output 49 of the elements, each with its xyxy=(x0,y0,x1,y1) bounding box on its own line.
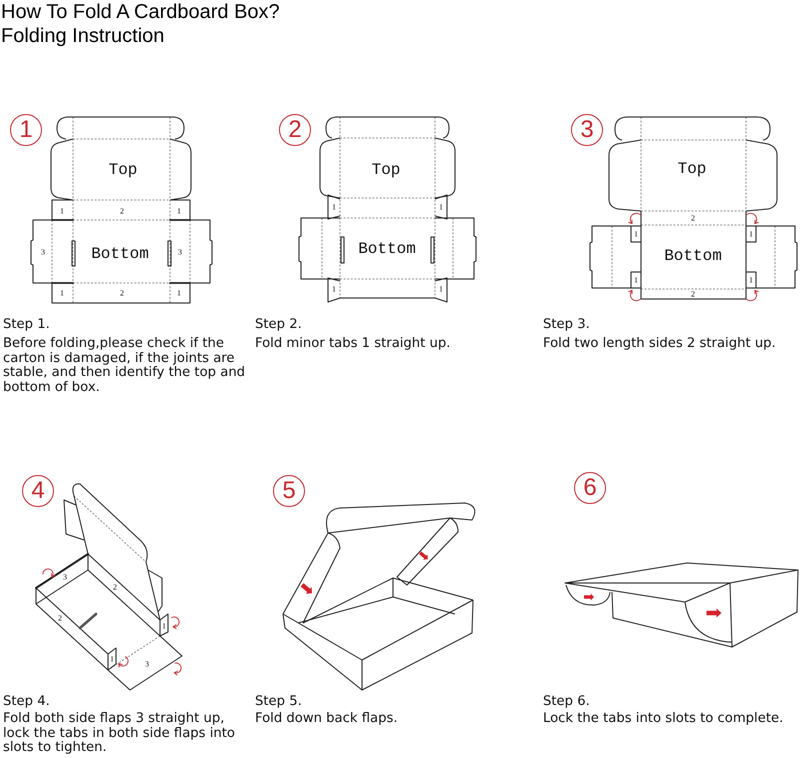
panel-label: Top xyxy=(108,161,138,179)
flap-number: 3 xyxy=(145,660,149,668)
flap-number: 1 xyxy=(634,230,638,238)
flap-number: 1 xyxy=(110,654,114,664)
step-heading: Step 6. xyxy=(543,695,591,710)
step-instruction: Fold minor tabs 1 straight up. xyxy=(255,337,452,352)
flap-number: 2 xyxy=(58,614,62,622)
step-number: 5 xyxy=(273,475,305,507)
step-heading: Step 2. xyxy=(255,318,303,332)
step-instruction: Before folding,please check if the carton is damaged, if the joints are stable, and then identify the top and bottom of box. xyxy=(3,337,246,395)
step-instruction: Lock the tabs into slots to complete. xyxy=(543,712,784,726)
flap-number: 3 xyxy=(178,248,182,256)
step-heading: Step 5. xyxy=(255,695,303,710)
flap-number: 1 xyxy=(439,202,443,212)
flap-number: 2 xyxy=(113,582,117,592)
step-number: 3 xyxy=(571,114,603,146)
step-number: 1 xyxy=(10,114,42,146)
flap-number: 3 xyxy=(63,572,67,582)
flap-number: 1 xyxy=(60,288,64,298)
step-instruction: Fold both side flaps 3 straight up, lock the tabs in both side flaps into slots to tighten. xyxy=(3,712,236,756)
step-heading: Step 1. xyxy=(3,318,51,332)
step-instruction: Fold down back flaps. xyxy=(255,712,399,726)
flap-number: 1 xyxy=(634,276,638,284)
flap-number: 3 xyxy=(41,248,45,256)
step-instruction: Fold two length sides 2 straight up. xyxy=(543,337,777,352)
panel-label: Top xyxy=(678,160,706,178)
flap-number: 1 xyxy=(162,622,166,630)
flap-number: 1 xyxy=(749,276,753,284)
flap-number: 2 xyxy=(120,206,124,216)
panel-label: Bottom xyxy=(91,245,149,263)
flap-number: 1 xyxy=(332,202,336,212)
flap-number: 2 xyxy=(691,214,695,222)
step-heading: Step 4. xyxy=(3,695,51,710)
step-number: 2 xyxy=(279,114,311,146)
panel-label: Bottom xyxy=(358,240,416,258)
panel-label: Top xyxy=(372,161,400,179)
step-number: 6 xyxy=(574,472,606,504)
flap-number: 2 xyxy=(120,288,124,298)
flap-number: 1 xyxy=(439,284,443,294)
flap-number: 1 xyxy=(332,284,336,294)
flap-number: 1 xyxy=(177,288,181,298)
panel-label: Bottom xyxy=(664,247,722,265)
step-heading: Step 3. xyxy=(543,318,591,332)
flap-number: 1 xyxy=(60,206,64,216)
flap-number: 1 xyxy=(749,230,753,238)
flap-number: 1 xyxy=(177,206,181,216)
flap-number: 2 xyxy=(691,290,695,298)
page-title: How To Fold A Cardboard Box? Folding Instruction xyxy=(1,0,281,48)
step-number: 4 xyxy=(22,475,54,507)
